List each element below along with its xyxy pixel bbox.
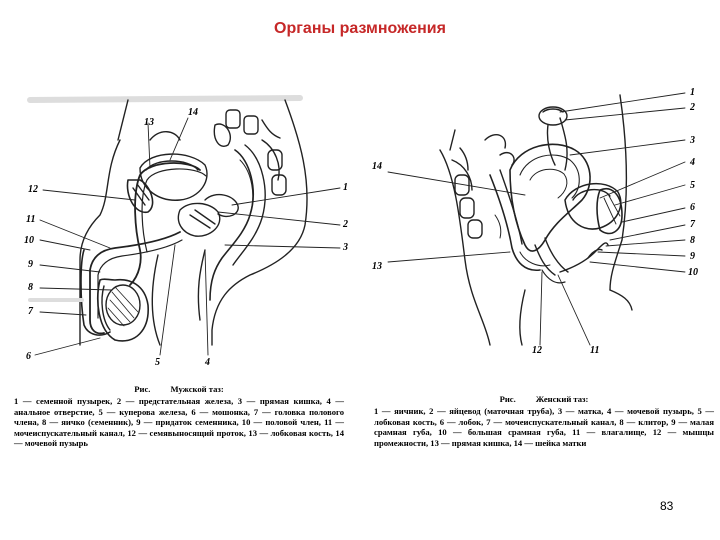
- male-label-11: 11: [26, 215, 35, 225]
- female-fig-title: Женский таз:: [536, 394, 589, 404]
- female-label-5: 5: [690, 181, 695, 191]
- male-label-13: 13: [144, 118, 154, 128]
- female-label-14: 14: [372, 162, 382, 172]
- female-caption-text: 1 — яичник, 2 — яйцевод (маточная труба)…: [374, 406, 714, 448]
- female-label-8: 8: [690, 236, 695, 246]
- male-label-7: 7: [28, 307, 33, 317]
- female-label-4: 4: [690, 158, 695, 168]
- male-label-5: 5: [155, 358, 160, 368]
- male-label-10: 10: [24, 236, 34, 246]
- page-number: 83: [660, 499, 673, 513]
- female-label-1: 1: [690, 88, 695, 98]
- female-label-10: 10: [688, 268, 698, 278]
- female-caption-header: Рис. Женский таз:: [374, 394, 714, 404]
- male-caption-text: 1 — семенной пузырек, 2 — предстательная…: [14, 396, 344, 448]
- male-label-4: 4: [205, 358, 210, 368]
- male-pelvis-drawing: [0, 0, 360, 400]
- male-label-1: 1: [343, 183, 348, 193]
- female-label-2: 2: [690, 103, 695, 113]
- female-caption: Рис. Женский таз: 1 — яичник, 2 — яйцевод…: [374, 394, 714, 448]
- male-label-3: 3: [343, 243, 348, 253]
- male-fig-title: Мужской таз:: [170, 384, 223, 394]
- female-label-3: 3: [690, 136, 695, 146]
- male-label-12: 12: [28, 185, 38, 195]
- female-label-7: 7: [690, 220, 695, 230]
- female-pelvis-figure: 1 2 3 4 5 6 7 8 9 10 11 12 13 14 Рис.Жен…: [360, 0, 720, 400]
- male-fig-label: Рис.: [134, 384, 150, 394]
- male-pelvis-figure: 13 14 12 11 10 9 8 7 6 5 4 1 2 3 Рис. Муж…: [0, 0, 360, 400]
- female-fig-label: Рис.: [500, 394, 516, 404]
- male-caption: Рис. Мужской таз: 1 — семенной пузырек, 2…: [14, 384, 344, 448]
- female-label-6: 6: [690, 203, 695, 213]
- female-label-12: 12: [532, 346, 542, 356]
- male-label-9: 9: [28, 260, 33, 270]
- male-label-2: 2: [343, 220, 348, 230]
- male-label-14: 14: [188, 108, 198, 118]
- male-label-8: 8: [28, 283, 33, 293]
- female-label-9: 9: [690, 252, 695, 262]
- female-label-11: 11: [590, 346, 599, 356]
- female-label-13: 13: [372, 262, 382, 272]
- male-caption-header: Рис. Мужской таз:: [14, 384, 344, 394]
- female-pelvis-drawing: [360, 0, 720, 400]
- male-label-6: 6: [26, 352, 31, 362]
